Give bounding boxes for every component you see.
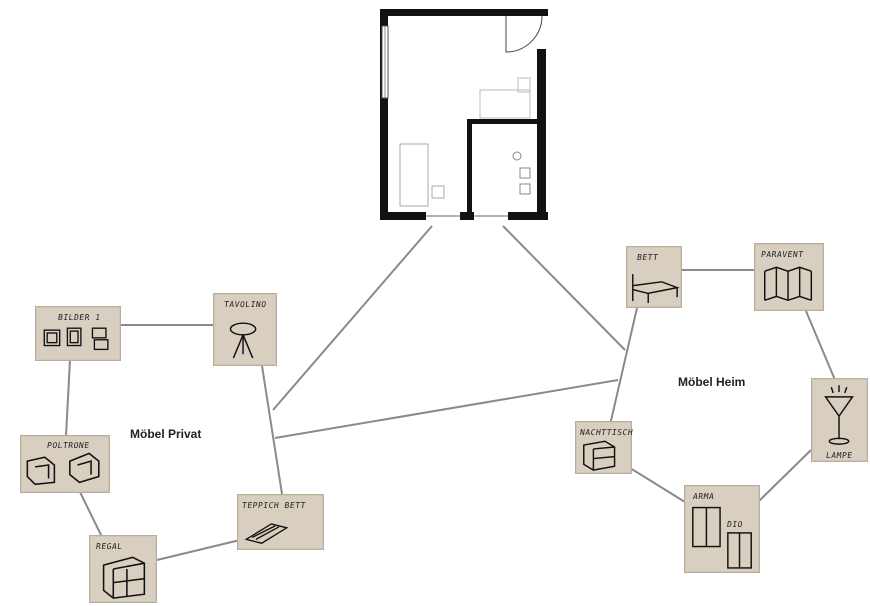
card-label: POLTRONE — [46, 441, 91, 450]
pictures-icon — [43, 327, 109, 351]
card-regal: REGAL — [89, 535, 157, 603]
connector-bilder-poltrone — [65, 359, 71, 437]
floor-plan — [380, 9, 548, 220]
card-label-bottom: DIO — [726, 520, 744, 529]
bed-icon — [632, 274, 680, 304]
connector-plan-home — [502, 225, 626, 351]
nightstand-icon — [583, 440, 616, 471]
connector-lampe-armadio — [757, 449, 812, 503]
shelf-icon — [102, 556, 146, 599]
connector-bett-nachttisch — [609, 307, 638, 426]
connector-tavolino-teppich — [261, 365, 283, 495]
card-poltrone: POLTRONE — [20, 435, 110, 493]
group-label-private: Möbel Privat — [130, 427, 202, 441]
connector-poltrone-regal — [79, 491, 103, 538]
wardrobe-icon — [692, 506, 752, 569]
card-label: NACHTTISCH — [579, 428, 634, 437]
card-label: PARAVENT — [760, 250, 805, 259]
connector-nachttisch-armadio — [629, 467, 686, 503]
connector-regal-teppich — [156, 539, 241, 561]
side-table-icon — [229, 322, 257, 359]
card-label: BILDER 1 — [57, 313, 102, 322]
card-label: TAVOLINO — [223, 300, 268, 309]
card-bilder: BILDER 1 — [35, 306, 121, 361]
card-paravent: PARAVENT — [754, 243, 824, 311]
rug-icon — [244, 523, 289, 544]
card-label-top: ARMA — [692, 492, 715, 501]
card-tavolino: TAVOLINO — [213, 293, 277, 366]
card-label: BETT — [636, 253, 659, 262]
group-label-home: Möbel Heim — [678, 375, 746, 389]
connector-plan-private — [272, 225, 433, 411]
card-bett: BETT — [626, 246, 682, 308]
card-teppich: TEPPICH BETT — [237, 494, 324, 550]
card-armadio: ARMA DIO — [684, 485, 760, 573]
card-label: TEPPICH BETT — [241, 501, 307, 510]
folding-screen-icon — [764, 266, 813, 302]
connector-private-home — [274, 379, 619, 439]
lamp-icon — [824, 385, 854, 445]
card-label: LAMPE — [825, 451, 854, 460]
card-lampe: LAMPE — [811, 378, 868, 462]
connector-paravent-lampe — [805, 310, 836, 381]
card-label: REGAL — [95, 542, 124, 551]
card-nachttisch: NACHTTISCH — [575, 421, 634, 474]
armchairs-icon — [26, 452, 100, 486]
